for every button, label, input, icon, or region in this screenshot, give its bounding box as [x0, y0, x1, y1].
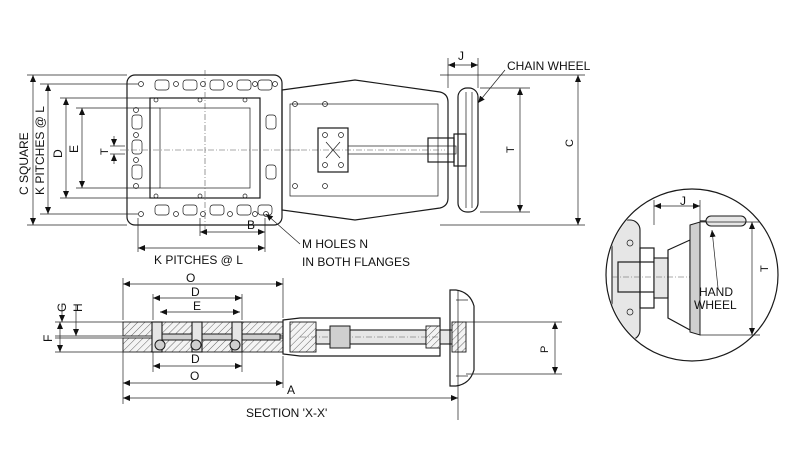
k-pitches-left-label: K PITCHES @ L [33, 106, 47, 195]
detail-circle [605, 188, 779, 362]
hand-wheel-rim [667, 239, 691, 332]
hand-wheel-label-line2: WHEEL [694, 298, 737, 312]
m-holes-label-line2: IN BOTH FLANGES [302, 255, 410, 269]
dim-p-label: P [539, 346, 551, 353]
dim-o-bottom-label: O [190, 369, 199, 383]
k-pitches-bottom-label: K PITCHES @ L [154, 253, 243, 267]
dim-e-label: E [67, 145, 81, 153]
section-bonnet [282, 317, 441, 357]
bonnet-housing [281, 79, 449, 221]
dim-c-label: C [564, 139, 576, 147]
hand-wheel-handle [705, 215, 747, 227]
section-view [122, 289, 475, 420]
dim-f-label: F [41, 335, 55, 342]
dim-d-label: D [51, 149, 65, 158]
section-title: SECTION 'X-X' [246, 406, 327, 420]
dim-a-label: A [287, 383, 295, 397]
dim-o-top-label: O [186, 271, 195, 285]
hand-wheel-detail: J T HAND WHEEL [605, 188, 779, 362]
chain-wheel-label: CHAIN WHEEL [507, 59, 591, 73]
m-holes-label-line1: M HOLES N [302, 237, 368, 251]
dim-h-label: H [71, 303, 85, 312]
plan-dimensions: J CHAIN WHEEL T C C SQUARE K PITCHES @ L… [17, 49, 591, 269]
bolt-holes [133, 81, 328, 217]
dim-d-bottom-label: D [191, 352, 200, 366]
c-square-label: C SQUARE [17, 132, 31, 195]
dim-b-label: B [247, 218, 255, 232]
dim-e-section-label: E [193, 299, 201, 313]
detail-t-label: T [759, 265, 771, 272]
section-dimensions: O D E D O A G H F [41, 271, 562, 420]
dim-j-label: J [458, 49, 464, 63]
dim-t-label: T [505, 146, 517, 153]
dim-d-top-label: D [191, 285, 200, 299]
hand-wheel-label-line1: HAND [699, 285, 733, 299]
dim-g-label: G [55, 303, 69, 312]
detail-j-label: J [680, 194, 686, 208]
chain-wheel-side [457, 87, 479, 213]
stem [347, 145, 457, 155]
plan-view [120, 70, 479, 230]
section-chain-wheel [449, 289, 475, 387]
dim-t-small-label: T [99, 148, 111, 155]
